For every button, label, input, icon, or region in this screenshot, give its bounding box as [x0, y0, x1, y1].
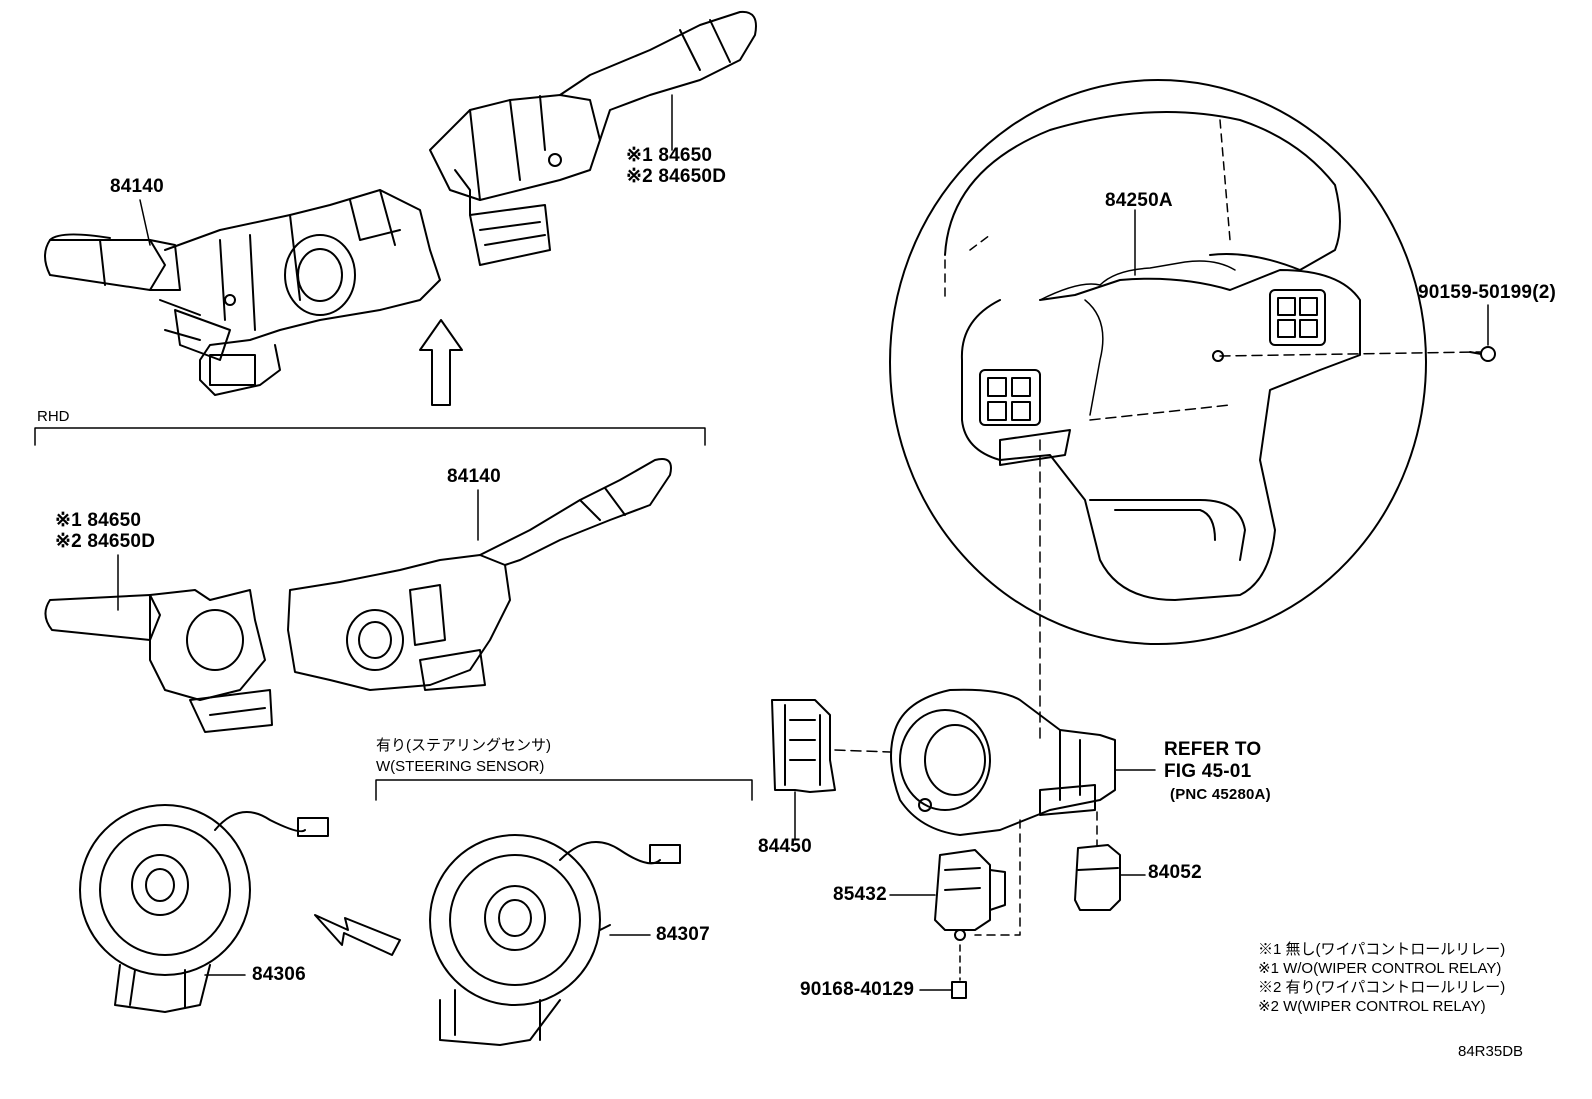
column-housing	[890, 688, 1116, 836]
figure-code: 84R35DB	[1458, 1043, 1524, 1060]
legend-line-4: ※2 W(WIPER CONTROL RELAY)	[1258, 998, 1486, 1015]
label-84140-mid: 84140	[447, 466, 501, 487]
label-84250a: 84250A	[1105, 190, 1173, 211]
spiral-cable-84306	[79, 804, 329, 1013]
label-84307: 84307	[656, 924, 710, 945]
legend-line-3: ※2 有り(ワイパコントロールリレー)	[1258, 979, 1506, 996]
label-refer-fig: FIG 45-01	[1164, 761, 1252, 782]
label-sensor-jp: 有り(ステアリングセンサ)	[376, 737, 551, 754]
label-refer-pnc: (PNC 45280A)	[1170, 786, 1271, 803]
label-84650-top-1: ※1 84650	[626, 145, 713, 166]
label-90168: 90168-40129	[800, 979, 915, 1000]
dashed-line-85432	[974, 819, 1021, 936]
sensor-bracket	[375, 779, 753, 801]
label-85432: 85432	[833, 884, 887, 905]
dashed-line-switch	[1089, 404, 1231, 421]
combination-switch-top	[44, 10, 757, 406]
label-84650-top-2: ※2 84650D	[626, 166, 727, 187]
dashed-line-bolt	[1219, 351, 1481, 357]
leader-84140-top	[139, 199, 151, 246]
label-sensor-en: W(STEERING SENSOR)	[376, 758, 545, 775]
arrow-left	[314, 914, 401, 956]
label-84650-mid-1: ※1 84650	[55, 510, 142, 531]
part-84450	[771, 699, 836, 793]
label-90159: 90159-50199(2)	[1418, 282, 1557, 303]
bolt-90168	[919, 981, 967, 999]
label-refer-to: REFER TO	[1164, 739, 1262, 760]
legend-line-2: ※1 W/O(WIPER CONTROL RELAY)	[1258, 960, 1502, 977]
label-84140-top: 84140	[110, 176, 164, 197]
label-84650-mid-2: ※2 84650D	[55, 531, 156, 552]
label-84450: 84450	[758, 836, 812, 857]
label-rhd: RHD	[37, 408, 70, 425]
label-84052: 84052	[1148, 862, 1202, 883]
bolt-90159	[1469, 304, 1496, 362]
legend: ※1 無し(ワイパコントロールリレー) ※1 W/O(WIPER CONTROL…	[1258, 940, 1505, 1016]
part-84052	[1074, 844, 1121, 911]
rhd-bracket	[34, 427, 706, 446]
steering-wheel	[889, 79, 1427, 645]
part-85432	[934, 849, 1006, 941]
dashed-line-84450	[834, 749, 891, 753]
combination-switch-mid	[44, 458, 672, 733]
label-84306: 84306	[252, 964, 306, 985]
legend-line-1: ※1 無し(ワイパコントロールリレー)	[1258, 941, 1506, 958]
spiral-cable-84307	[429, 834, 681, 1046]
